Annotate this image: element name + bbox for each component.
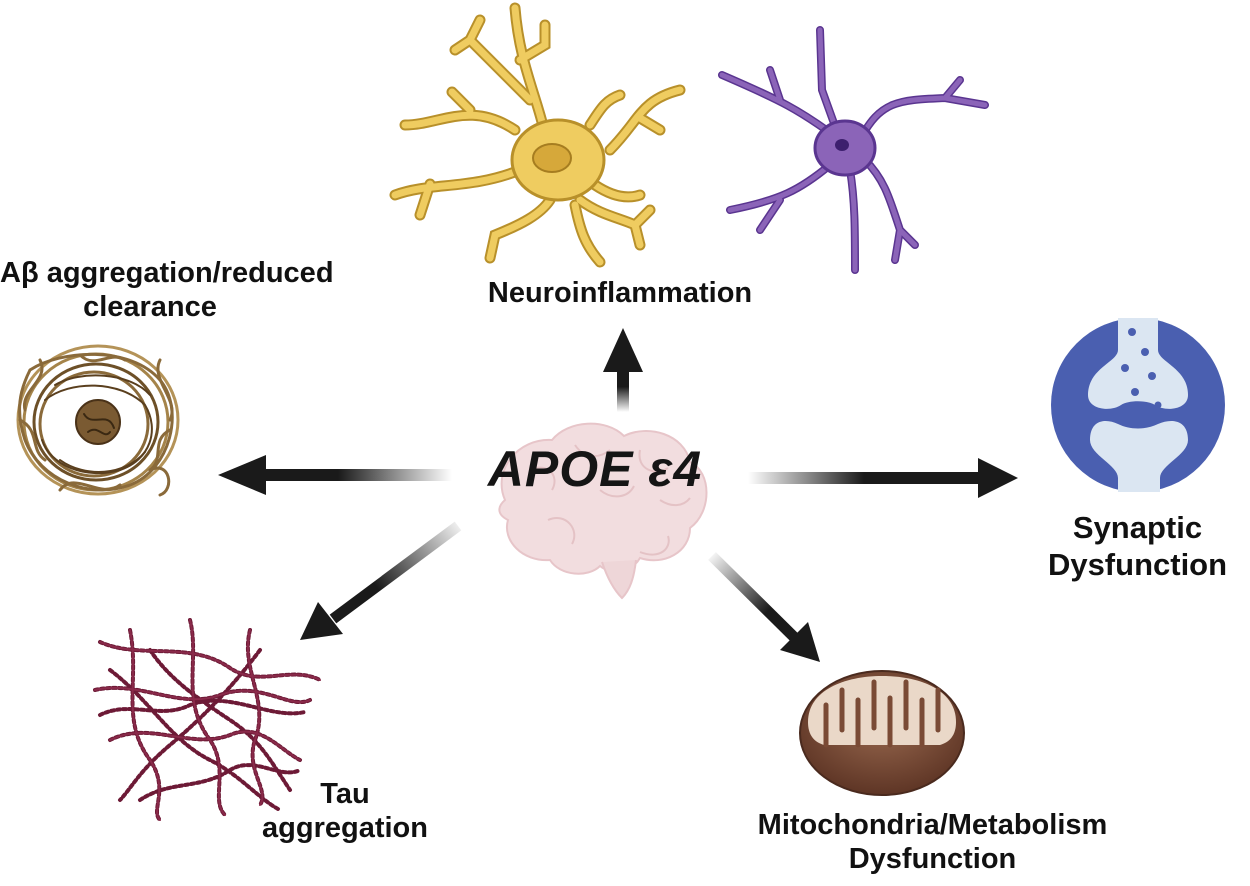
tau-label: Tau aggregation [240,777,450,845]
astrocyte-cell-icon [718,26,989,274]
mitochondria-label-line1: Mitochondria/Metabolism [757,809,1108,841]
synaptic-label: Synaptic Dysfunction [1035,510,1240,583]
arrow-down-left [300,521,462,640]
arrow-right [748,458,1018,498]
tau-label-line1: Tau [320,778,370,810]
amyloid-plaque-icon [16,344,180,497]
mitochondria-label-line2: Dysfunction [848,843,1017,876]
microglia-cell-icon [389,2,686,268]
amyloid-label-line1: Aβ aggregation/reduced [0,257,334,289]
mitochondria-icon [799,670,965,796]
synapse-icon [1051,318,1225,492]
arrow-down-right [708,552,820,662]
arrow-up [603,328,643,412]
arrow-left [218,455,452,495]
tau-tangle-overlay [94,619,321,821]
synaptic-label-line1: Synaptic [1072,510,1203,545]
brain-icon [498,422,708,600]
amyloid-label-line2: clearance [83,291,217,324]
neuroinflammation-text: Neuroinflammation [487,277,753,309]
amyloid-label: Aβ aggregation/reduced clearance [0,256,334,324]
tau-label-line2: aggregation [262,812,428,845]
neuroinflammation-label: Neuroinflammation [440,276,800,310]
synaptic-label-line2: Dysfunction [1047,546,1228,582]
center-title: APOE ε4 [487,441,703,497]
mitochondria-label: Mitochondria/Metabolism Dysfunction [705,808,1160,876]
